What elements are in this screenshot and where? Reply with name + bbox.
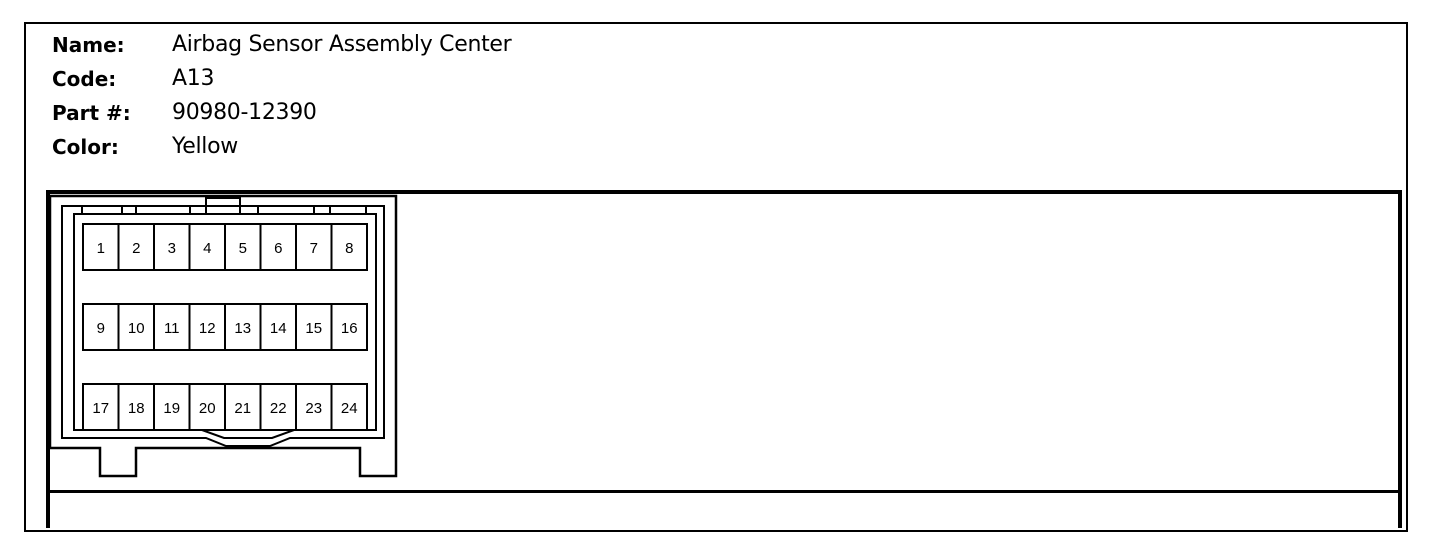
- pin-label-22: 22: [270, 400, 287, 417]
- pin-cell-11: [153, 303, 191, 351]
- connector-info: Name: Airbag Sensor Assembly Center Code…: [52, 30, 752, 170]
- code-label: Code:: [52, 67, 117, 91]
- code-value: A13: [172, 66, 215, 91]
- pin-label-7: 7: [310, 240, 318, 257]
- pin-cell-9: [82, 303, 120, 351]
- pin-label-18: 18: [128, 400, 145, 417]
- pin-label-8: 8: [345, 240, 353, 257]
- lock-tab-3: [257, 205, 315, 214]
- pin-cell-4: [188, 223, 226, 271]
- color-row: Color: Yellow: [52, 132, 752, 162]
- pin-label-19: 19: [163, 400, 180, 417]
- housing-inner-wall: [61, 205, 385, 447]
- pin-label-15: 15: [305, 320, 322, 337]
- lock-tab-4: [329, 205, 367, 214]
- diagram-panel: [46, 190, 1402, 490]
- pin-cell-24: [330, 383, 368, 431]
- name-row: Name: Airbag Sensor Assembly Center: [52, 30, 752, 60]
- color-value: Yellow: [172, 134, 238, 159]
- pin-cell-22: [259, 383, 297, 431]
- pin-label-4: 4: [203, 240, 211, 257]
- pin-cell-8: [330, 223, 368, 271]
- pin-cell-14: [259, 303, 297, 351]
- housing-outline: [48, 194, 398, 478]
- footer-band: [46, 490, 1402, 528]
- color-label: Color:: [52, 135, 119, 159]
- pin-cell-19: [153, 383, 191, 431]
- pin-label-24: 24: [341, 400, 358, 417]
- pin-cell-16: [330, 303, 368, 351]
- pin-cell-21: [224, 383, 262, 431]
- name-value: Airbag Sensor Assembly Center: [172, 32, 512, 57]
- pin-label-11: 11: [164, 320, 180, 337]
- lock-tab-center: [205, 197, 241, 214]
- pin-label-20: 20: [199, 400, 216, 417]
- pin-label-12: 12: [199, 320, 216, 337]
- pin-label-14: 14: [270, 320, 287, 337]
- lock-tab-2: [135, 205, 191, 214]
- part-row: Part #: 90980-12390: [52, 98, 752, 128]
- part-value: 90980-12390: [172, 100, 317, 125]
- pin-label-2: 2: [132, 240, 140, 257]
- pin-label-16: 16: [341, 320, 358, 337]
- code-row: Code: A13: [52, 64, 752, 94]
- pin-label-17: 17: [92, 400, 109, 417]
- name-label: Name:: [52, 33, 125, 57]
- pin-label-23: 23: [305, 400, 322, 417]
- pin-label-9: 9: [97, 320, 105, 337]
- pin-label-6: 6: [274, 240, 282, 257]
- connector-card: [24, 22, 1408, 532]
- pin-cell-23: [295, 383, 333, 431]
- pin-label-13: 13: [234, 320, 251, 337]
- pin-label-5: 5: [239, 240, 247, 257]
- part-label: Part #:: [52, 101, 131, 125]
- pin-cell-12: [188, 303, 226, 351]
- pin-label-3: 3: [168, 240, 176, 257]
- pin-label-21: 21: [234, 400, 251, 417]
- pin-label-1: 1: [97, 240, 105, 257]
- pin-cell-15: [295, 303, 333, 351]
- lock-tab-1: [81, 205, 123, 214]
- pin-label-10: 10: [128, 320, 145, 337]
